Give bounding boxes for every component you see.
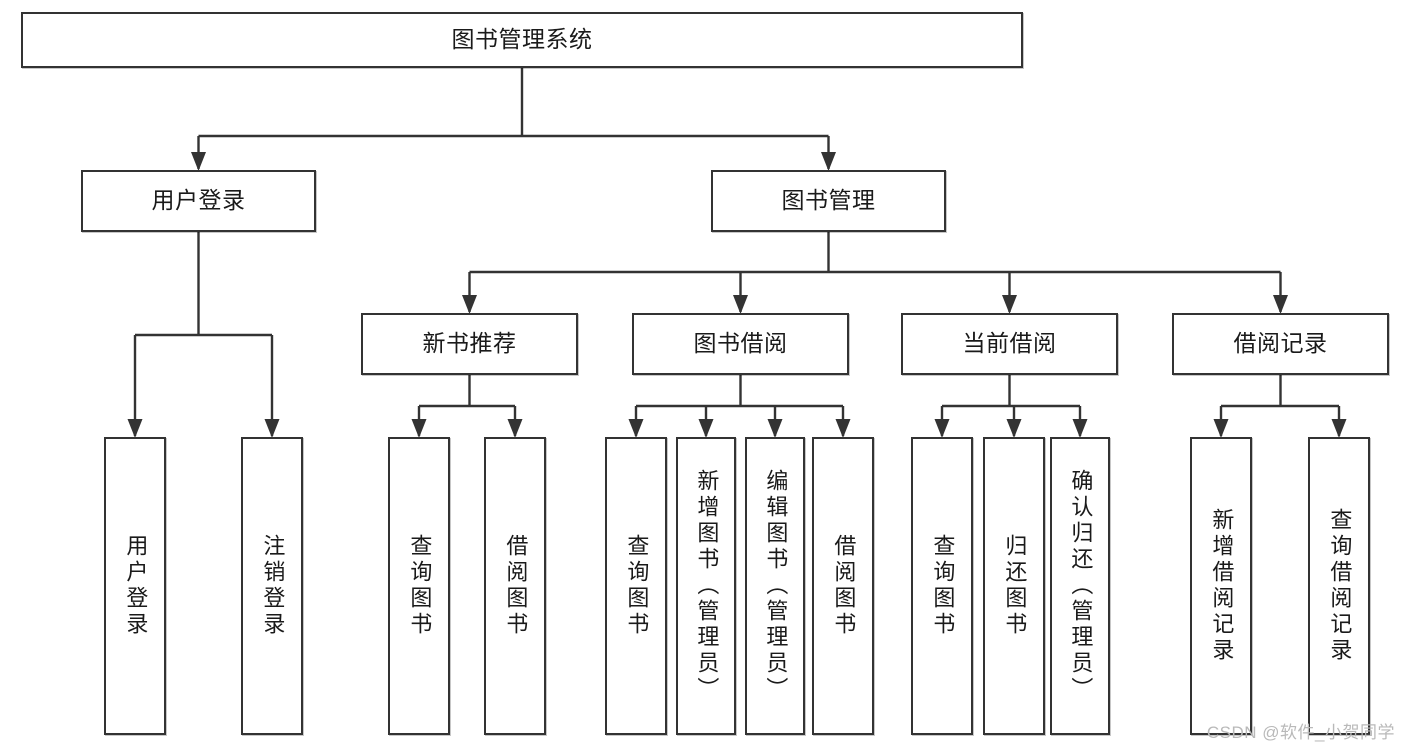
node-label: 图书管理 [781,187,876,214]
node-label: 查询图书 [624,534,650,638]
node-new-book-rec: 新书推荐 [361,313,578,375]
node-label: 图书管理系统 [451,26,593,53]
node-leaf-add-record: 新增借阅记录 [1190,437,1252,735]
node-leaf-logout: 注销登录 [241,437,303,735]
node-label: 确认归还（管理员） [1068,469,1094,703]
node-leaf-return-book: 归还图书 [983,437,1045,735]
node-label: 图书借阅 [693,330,788,357]
node-label: 新书推荐 [422,330,517,357]
node-label: 借阅记录 [1233,330,1328,357]
node-leaf-add-book: 新增图书（管理员） [676,437,736,735]
node-leaf-query-record: 查询借阅记录 [1308,437,1370,735]
arrowhead [1002,295,1017,314]
arrowhead [1072,419,1088,438]
node-label: 查询图书 [930,534,956,638]
node-label: 编辑图书（管理员） [763,469,789,703]
node-book-manage: 图书管理 [711,170,946,232]
node-user-login: 用户登录 [81,170,316,232]
node-label: 新增图书（管理员） [694,469,720,703]
node-leaf-confirm-return: 确认归还（管理员） [1050,437,1110,735]
node-label: 用户登录 [151,187,246,214]
node-leaf-query-book-2: 查询图书 [605,437,667,735]
node-borrow-record: 借阅记录 [1172,313,1389,375]
node-leaf-edit-book: 编辑图书（管理员） [745,437,805,735]
node-leaf-query-book-3: 查询图书 [911,437,973,735]
arrowhead [733,295,748,314]
node-current-borrow: 当前借阅 [901,313,1118,375]
node-book-borrow: 图书借阅 [632,313,849,375]
arrowhead [698,419,714,438]
arrowhead [767,419,783,438]
node-leaf-borrow-book-1: 借阅图书 [484,437,546,735]
arrowhead [1273,295,1288,314]
arrowhead [821,152,836,171]
node-label: 借阅图书 [503,534,529,638]
watermark: CSDN @软件_小贺同学 [1206,723,1395,742]
arrowhead [628,419,644,438]
arrowhead [127,419,143,438]
node-label: 查询图书 [407,534,433,638]
arrowhead [1331,419,1347,438]
node-label: 借阅图书 [831,534,857,638]
node-leaf-borrow-book-2: 借阅图书 [812,437,874,735]
arrowhead [507,419,523,438]
node-label: 当前借阅 [962,330,1057,357]
node-label: 查询借阅记录 [1327,508,1353,664]
node-label: 新增借阅记录 [1209,508,1235,664]
arrowhead [411,419,427,438]
arrowhead [835,419,851,438]
arrowhead [462,295,477,314]
node-label: 用户登录 [123,534,149,638]
node-label: 归还图书 [1002,534,1028,638]
node-label: 注销登录 [260,534,286,638]
arrowhead [191,152,206,171]
node-leaf-user-login: 用户登录 [104,437,166,735]
arrowhead [1213,419,1229,438]
arrowhead [934,419,950,438]
arrowhead [264,419,280,438]
arrowhead [1006,419,1022,438]
node-root: 图书管理系统 [21,12,1023,68]
node-leaf-query-book-1: 查询图书 [388,437,450,735]
